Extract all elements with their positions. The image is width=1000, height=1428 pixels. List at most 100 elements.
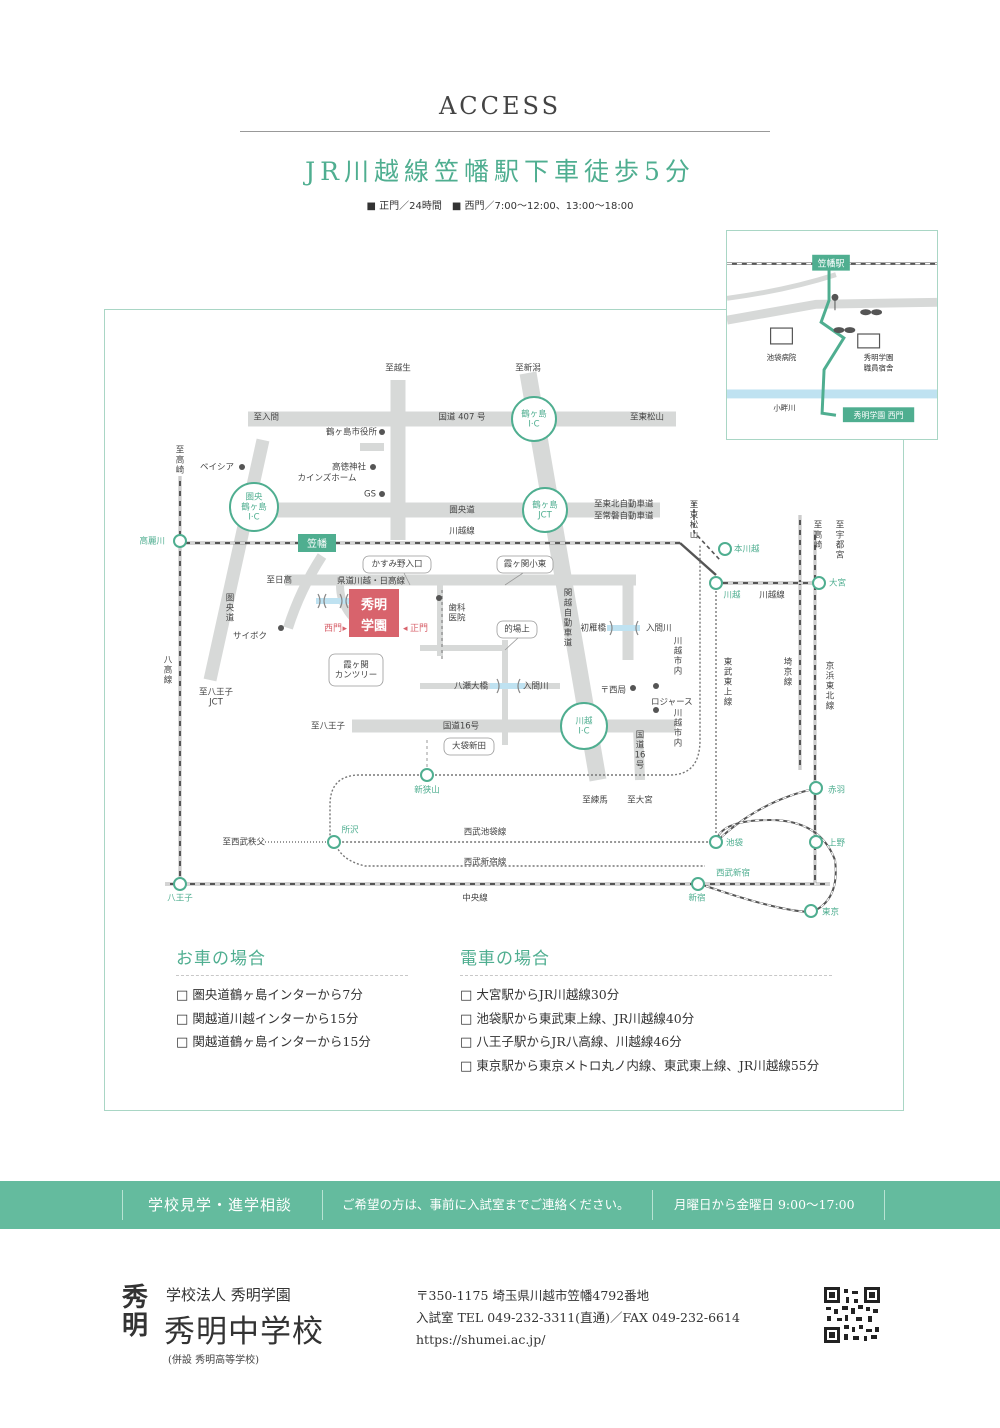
map-label-kawagoe-city1: 越: [674, 646, 683, 657]
map-label-to-omiya2: 至大宮: [627, 795, 653, 806]
phone-fax: 入試室 TEL 049-232-3311(直通)／FAX 049-232-661…: [416, 1310, 740, 1325]
map-label-to-utsunomiya: 宇: [836, 530, 845, 541]
divider: [240, 131, 770, 132]
station-tokyo: 東京: [822, 907, 839, 918]
map-label-kawagoe-city1: 内: [674, 666, 683, 677]
map-label-to-takasaki: 至: [176, 446, 185, 456]
station-omiya: 大宮: [829, 578, 846, 589]
map-label-hachiko-line: 八: [164, 656, 173, 666]
map-label-obukuroshinden: 大袋新田: [452, 741, 486, 752]
map-label-to-higashimatsuyama-v: 松: [690, 520, 699, 531]
train-heading: 電車の場合: [460, 949, 550, 969]
map-label-to-hachioji: 至八王子: [311, 722, 346, 732]
map-label-to-iruma: 至入間: [253, 413, 279, 423]
map-label-dental: 医院: [448, 613, 466, 624]
inset-station-label: 笠幡駅: [818, 258, 845, 270]
gate-markers: [317, 593, 639, 694]
map-label-keihin: 浜: [826, 671, 835, 682]
map-label-kawagoe-city2: 市: [674, 728, 683, 739]
map-label-saiboku: サイボク: [233, 632, 267, 642]
map-label-route16v: 国: [636, 731, 645, 741]
station-kawagoe: 川越: [723, 590, 741, 601]
map-label-to-hachioji-jct: 至八王子: [199, 688, 234, 698]
map-label-kasumigasekishou: 霞ヶ関小東: [504, 559, 547, 570]
ic-label-tsurugashima_top: 鶴ヶ島: [521, 409, 547, 420]
access-map[interactable]: 秀明 学園 西門 ▸ ◂ 正門 笠幡 鶴ヶ島I·C圏央鶴ヶ島I·C鶴ヶ島JCT川…: [104, 309, 904, 969]
website-link[interactable]: https://shumei.ac.jp/: [416, 1332, 546, 1347]
map-label-keihin: 線: [826, 701, 835, 712]
map-label-tobu-tojo: 上: [724, 688, 733, 698]
train-divider: [460, 975, 832, 976]
map-label-to-takasaki2: 崎: [814, 540, 823, 551]
train-route-item: 東京駅から東京メトロ丸ノ内線、東武東上線、JR川越線55分: [460, 1055, 819, 1079]
map-label-to-takasaki2: 高: [814, 530, 823, 541]
map-label-to-takasaki: 崎: [176, 465, 185, 476]
train-route-item: 大宮駅からJR川越線30分: [460, 984, 819, 1008]
ic-label-tsurugashima_top: I·C: [528, 420, 539, 430]
gate-hours: ■ 正門／24時間 ■ 西門／7:00〜12:00、13:00〜18:00: [366, 201, 634, 212]
pois: [239, 429, 659, 713]
map-label-kasuminoiriguchi: かすみ野入口: [371, 560, 422, 570]
kasahata-badge: 笠幡: [298, 534, 336, 552]
map-label-tobu-tojo: 線: [724, 697, 733, 708]
band-hours: 月曜日から金曜日 9:00〜17:00: [674, 1197, 855, 1212]
map-label-saikyo: 線: [784, 677, 793, 688]
ic-label-kenou_tsurugashima: I·C: [248, 513, 259, 523]
address: 〒350-1175 埼玉県川越市笠幡4792番地: [416, 1288, 650, 1303]
station-tokorozawa: 所沢: [341, 825, 359, 836]
map-label-to-higashimatsuyama: 至東松山: [630, 412, 664, 423]
logo-char-1: 秀: [122, 1283, 149, 1313]
station-honkawagoe: 本川越: [734, 544, 760, 555]
station-circles: [173, 534, 826, 918]
map-label-country: 霞ヶ関: [343, 661, 369, 671]
station-komagawa: 高麗川: [139, 536, 165, 547]
station-seibushinjuku: 西武新宿: [716, 868, 750, 879]
inset-map[interactable]: 笠幡駅 池袋病院 秀明学園 職員宿舎 小畔川 秀明学園 西門: [726, 230, 938, 440]
map-label-keihin: 京: [826, 661, 835, 672]
map-label-kanetsu-exp: 道: [564, 638, 573, 649]
ic-label-kenou_tsurugashima: 鶴ヶ島: [241, 502, 267, 513]
logo-char-2: 明: [122, 1311, 149, 1341]
band-notice: ご希望の方は、事前に入試室までご連絡ください。: [342, 1197, 630, 1212]
map-label-tobu-tojo: 東: [724, 657, 733, 668]
school-block: 秀明 学園 西門 ▸ ◂ 正門: [324, 589, 428, 637]
ic-label-kawagoe_ic: 川越: [575, 716, 593, 727]
visit-info-band: 学校見学・進学相談 ご希望の方は、事前に入試室までご連絡ください。 月曜日から金…: [0, 1181, 1000, 1229]
map-label-saikyo: 埼: [784, 657, 793, 668]
school-logo: 秀 明: [122, 1284, 154, 1342]
map-label-hachiko-line: 線: [164, 675, 173, 686]
school-name-1: 秀明: [360, 597, 387, 613]
map-label-iruma-r1: 入間川: [646, 624, 672, 634]
map-label-kanetsu-exp: 自: [564, 608, 573, 619]
car-route-item: 関越道鶴ヶ島インターから15分: [176, 1031, 370, 1055]
map-label-hatsukaribashi: 初雁橋: [580, 623, 606, 634]
map-label-to-takasaki2: 至: [814, 521, 823, 531]
map-label-country: カンツリー: [335, 671, 378, 681]
map-label-to-utsunomiya: 宮: [836, 550, 845, 561]
map-label-gs: GS: [364, 490, 376, 500]
map-label-kawagoe-city1: 川: [674, 637, 683, 647]
school-name-2: 学園: [361, 618, 387, 634]
map-label-to-higashimatsuyama-v: 山: [690, 530, 699, 541]
map-frame: [104, 309, 904, 1111]
map-label-to-takasaki: 高: [176, 455, 185, 466]
map-label-to-shinkuki: 至新潟: [515, 363, 541, 374]
station-hachioji: 八王子: [167, 894, 193, 904]
inset-river-label: 小畔川: [773, 402, 795, 412]
map-label-kenoudo-top: 圏央道: [449, 505, 475, 516]
ic-label-tsurugashima_jct: 鶴ヶ島: [532, 500, 558, 511]
qr-code-icon[interactable]: [824, 1287, 880, 1343]
map-label-cainz: カインズホーム: [297, 473, 356, 484]
map-label-keihin: 北: [826, 692, 835, 702]
map-label-lojas: ロジャース: [651, 698, 693, 708]
school-name: 秀明中学校: [164, 1314, 324, 1350]
map-label-kawagoe-city2: 越: [674, 718, 683, 729]
map-label-tobu-tojo: 武: [724, 667, 733, 678]
train-route-item: 八王子駅からJR八高線、川越線46分: [460, 1031, 819, 1055]
inset-dorm-label-1: 秀明学園: [864, 352, 894, 362]
inset-hospital-label: 池袋病院: [767, 352, 797, 362]
map-label-prefroute: 県道川越・日高線: [337, 576, 406, 587]
school-annex: (併設 秀明高等学校): [168, 1355, 259, 1366]
map-label-tobu-tojo: 東: [724, 677, 733, 688]
map-label-to-utsunomiya: 至: [836, 521, 845, 531]
